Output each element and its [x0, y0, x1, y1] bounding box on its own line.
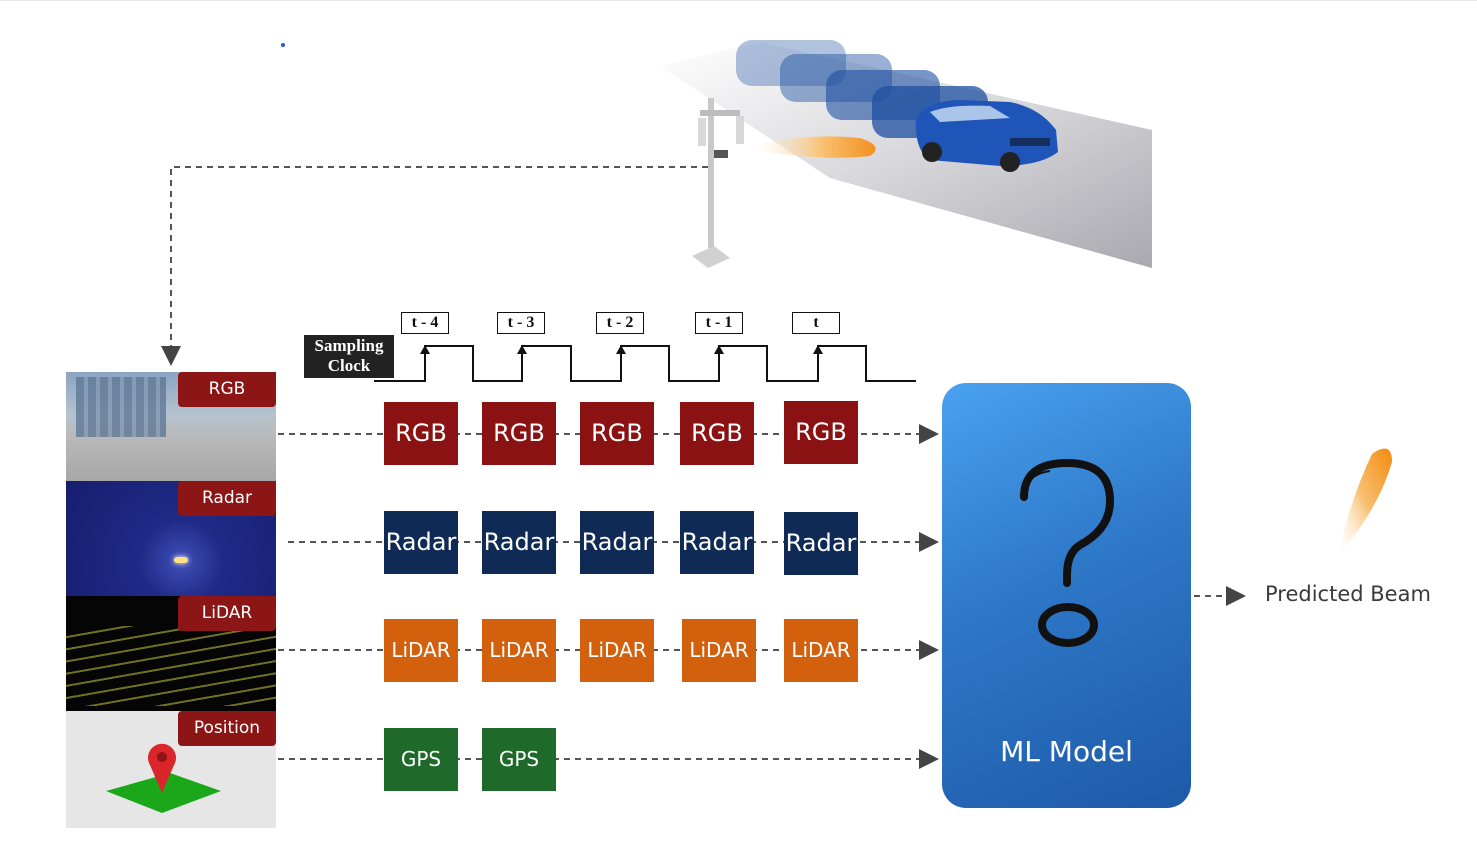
beam-icon — [744, 136, 876, 158]
top-divider — [0, 0, 1477, 1]
radar-sample: Radar — [384, 511, 458, 574]
rgb-sample: RGB — [482, 402, 556, 465]
time-step-label: t - 4 — [401, 312, 449, 334]
rgb-sample: RGB — [680, 402, 754, 465]
radar-sample: Radar — [784, 512, 858, 575]
radar-hotspot — [174, 557, 188, 563]
predicted-beam-label: Predicted Beam — [1265, 582, 1431, 606]
time-step-label: t - 3 — [497, 312, 545, 334]
tower-feedback-line — [161, 166, 708, 366]
lidar-sample: LiDAR — [682, 619, 756, 682]
rgb-sample: RGB — [384, 402, 458, 465]
ml-model-title: ML Model — [1000, 735, 1133, 768]
lidar-panel-label: LiDAR — [178, 596, 276, 631]
lidar-sample: LiDAR — [580, 619, 654, 682]
time-step-label: t - 1 — [695, 312, 743, 334]
clock-waveform — [374, 345, 916, 382]
predicted-beam-icon — [1338, 448, 1392, 556]
gps-sample: GPS — [482, 728, 556, 791]
rgb-sample: RGB — [784, 401, 858, 464]
car-icon — [736, 40, 846, 86]
ml-model-box: ML Model — [942, 383, 1191, 808]
radar-sample: Radar — [482, 511, 556, 574]
rgb-panel-label: RGB — [178, 372, 276, 407]
sampling-clock-line2: Clock — [327, 356, 371, 375]
radar-sample: Radar — [680, 511, 754, 574]
question-mark-icon — [1020, 458, 1115, 647]
lidar-panel: LiDAR — [66, 596, 276, 711]
lidar-points — [66, 626, 276, 706]
radar-panel: Radar — [66, 481, 276, 596]
gps-sample: GPS — [384, 728, 458, 791]
cell-tower-icon — [692, 98, 744, 268]
car-front — [915, 100, 1058, 172]
road — [660, 42, 1152, 268]
lidar-sample: LiDAR — [482, 619, 556, 682]
lidar-sample: LiDAR — [784, 619, 858, 682]
time-step-label: t — [792, 312, 840, 334]
rgb-sample: RGB — [580, 402, 654, 465]
radar-panel-label: Radar — [178, 481, 276, 516]
time-step-label: t - 2 — [596, 312, 644, 334]
radar-sample: Radar — [580, 511, 654, 574]
stray-dot — [281, 43, 285, 47]
rgb-buildings — [76, 377, 166, 437]
sampling-clock-line1: Sampling — [314, 336, 384, 355]
lidar-sample: LiDAR — [384, 619, 458, 682]
rgb-panel: RGB — [66, 372, 276, 481]
sampling-clock-label: Sampling Clock — [304, 335, 394, 378]
position-panel-label: Position — [178, 711, 276, 746]
map-pin-icon — [106, 743, 221, 813]
position-panel: Position — [66, 711, 276, 828]
